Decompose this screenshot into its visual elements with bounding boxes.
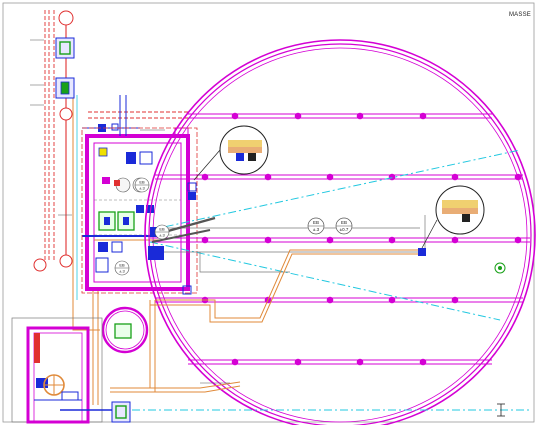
detail-callout-2 bbox=[421, 185, 485, 249]
center-elevation-marker-1: EB ±.3 bbox=[307, 217, 325, 235]
left-riser-nodes bbox=[33, 10, 74, 272]
tank-inlet-pipes bbox=[150, 249, 420, 393]
launder-nodes bbox=[201, 112, 522, 366]
marker-text-top: EB bbox=[139, 180, 145, 185]
left-riser-equipment bbox=[55, 37, 75, 99]
marker-text-top: EB bbox=[119, 263, 125, 268]
sheet-label: MASSE bbox=[508, 12, 531, 18]
marker-text-top: EB bbox=[159, 227, 165, 232]
bottom-left-building bbox=[11, 317, 103, 424]
level-gauge-icon bbox=[494, 262, 506, 274]
marker-text-bottom: ±.3 bbox=[139, 186, 145, 191]
marker-text-top: EB bbox=[313, 220, 319, 225]
cyan-axis-lines bbox=[100, 149, 530, 411]
tank-launders bbox=[150, 113, 530, 365]
marker-text-bottom: ±.3 bbox=[119, 269, 125, 274]
pump-house-fence bbox=[81, 127, 198, 294]
left-elevation-marker-2: EB ±.3 bbox=[154, 224, 170, 240]
left-riser-pipes bbox=[44, 10, 78, 300]
marker-text-bottom: ±0.7 bbox=[340, 227, 349, 232]
left-elevation-marker-3: EB ±.3 bbox=[114, 260, 130, 276]
marker-text-top: EB bbox=[341, 220, 347, 225]
center-elevation-marker-2: EB ±0.7 bbox=[335, 217, 353, 235]
marker-text-bottom: ±.3 bbox=[313, 227, 320, 232]
bottom-valve-box bbox=[60, 401, 131, 423]
pump-chamber bbox=[101, 306, 149, 354]
marker-text-bottom: ±.3 bbox=[159, 233, 165, 238]
detail-callout-1 bbox=[193, 125, 269, 181]
annotation-leaders bbox=[30, 39, 230, 384]
inlet-structure bbox=[148, 182, 426, 295]
scraper-bridge bbox=[150, 215, 426, 273]
bottom-right-marker bbox=[497, 403, 505, 417]
left-elevation-marker-1: EB ±.3 bbox=[134, 177, 150, 193]
